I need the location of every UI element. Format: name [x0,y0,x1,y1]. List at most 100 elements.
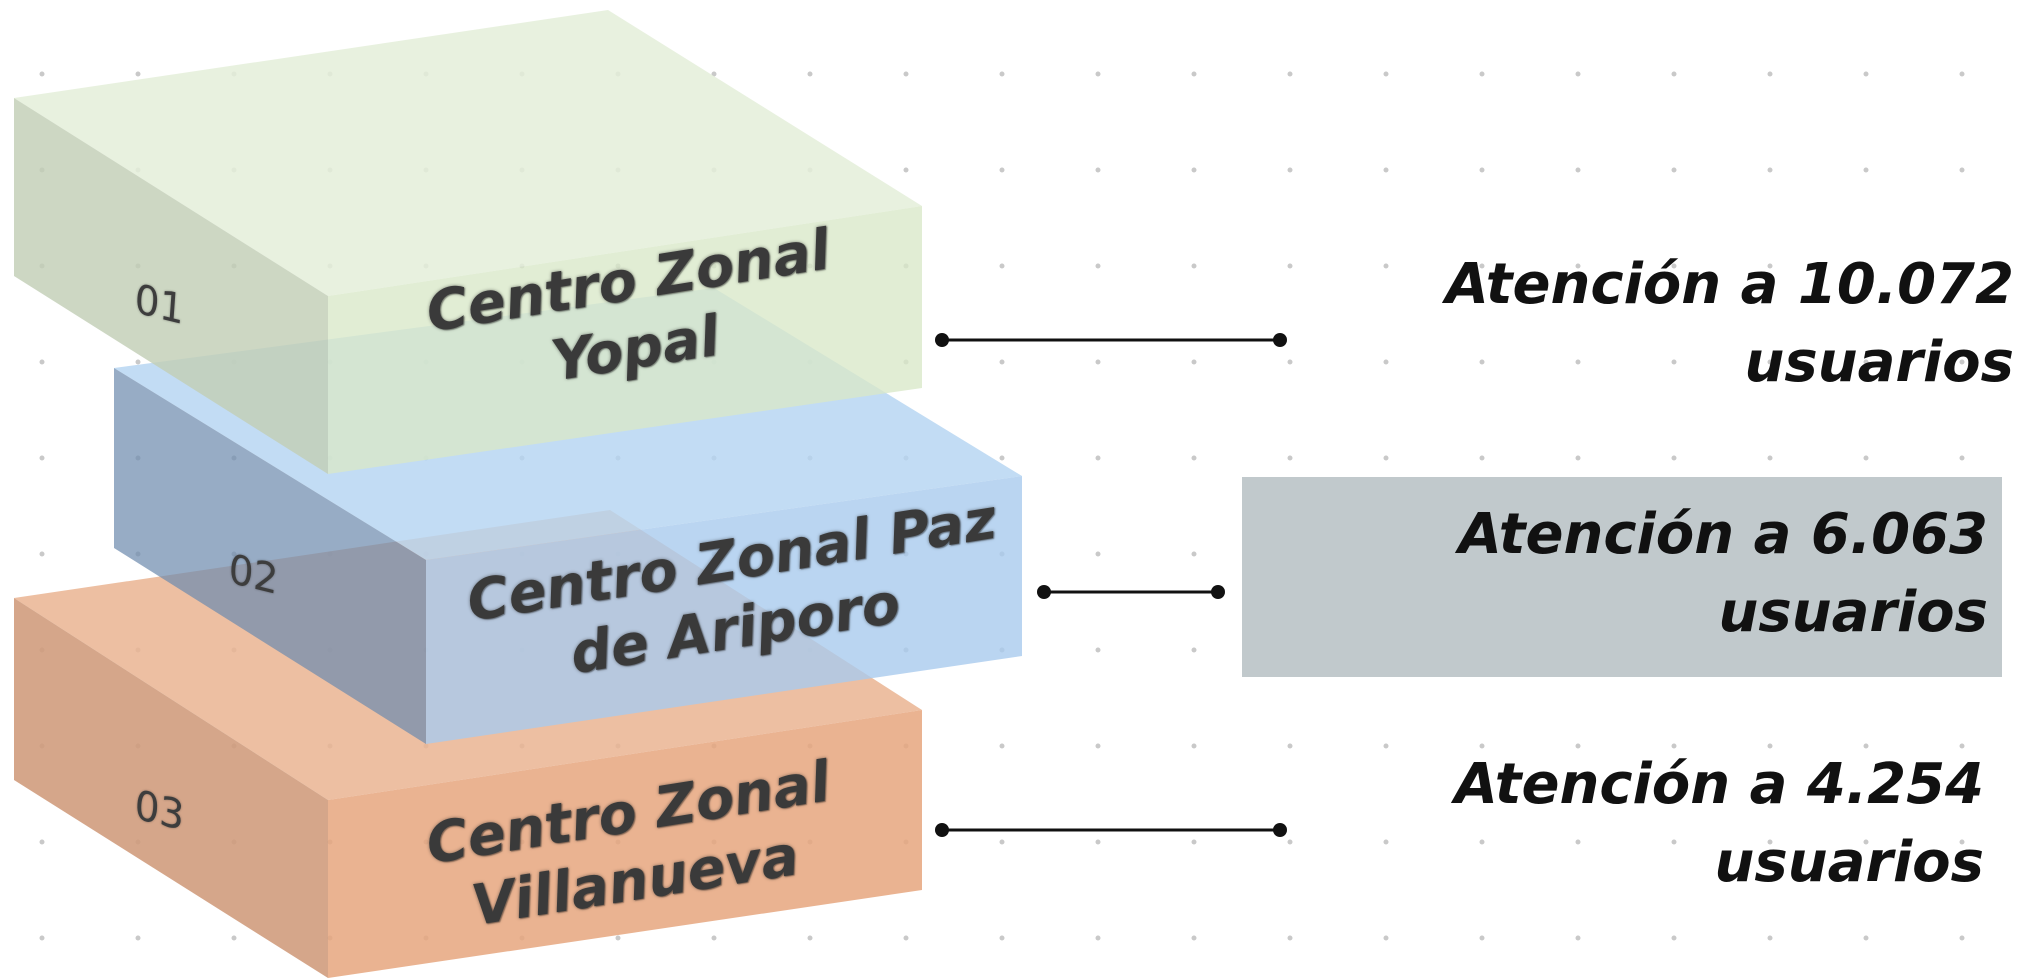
grid-dot [1671,455,1677,461]
grid-dot [1191,743,1197,749]
grid-dot [1479,935,1485,941]
grid-dot [1191,647,1197,653]
grid-dot [1479,743,1485,749]
grid-dot [1095,71,1101,77]
grid-dot [1767,839,1773,845]
grid-dot [1287,743,1293,749]
grid-dot [1383,359,1389,365]
grid-dot [999,839,1005,845]
grid-dot [999,167,1005,173]
grid-dot [1575,839,1581,845]
grid-dot [1767,359,1773,365]
grid-dot [1191,71,1197,77]
grid-dot [1479,359,1485,365]
grid-dot [999,263,1005,269]
grid-dot [1479,167,1485,173]
grid-dot [1671,743,1677,749]
block-yopal-front [328,206,922,474]
grid-dot [1767,71,1773,77]
grid-dot [1767,935,1773,941]
grid-dot [1575,71,1581,77]
grid-dot [1959,71,1965,77]
grid-dot [1863,167,1869,173]
grid-dot [903,167,909,173]
grid-dot [615,935,621,941]
grid-dot [1191,551,1197,557]
grid-dot [1095,455,1101,461]
grid-dot [135,935,141,941]
grid-dot [1575,743,1581,749]
connector-yopal [935,333,1287,347]
grid-dot [1575,935,1581,941]
grid-dot [1095,167,1101,173]
grid-dot [1095,647,1101,653]
grid-dot [1959,167,1965,173]
grid-dot [1191,935,1197,941]
grid-dot [1191,263,1197,269]
grid-dot [999,455,1005,461]
block-villanueva-front [328,710,922,978]
grid-dot [1575,167,1581,173]
grid-dot [39,359,45,365]
grid-dot [39,935,45,941]
grid-dot [1671,359,1677,365]
block-yopal-left [14,98,328,474]
block-paz-front [426,476,1022,744]
block-paz-left [114,368,426,744]
grid-dot [1863,359,1869,365]
grid-dot [1095,359,1101,365]
grid-dot [1191,167,1197,173]
connector-villanueva-end-dot [1273,823,1287,837]
grid-dot [39,71,45,77]
grid-dot [1287,263,1293,269]
grid-dot [1767,743,1773,749]
grid-dot [135,71,141,77]
stat-yopal: Atención a 10.072 usuarios [1445,246,2014,402]
grid-dot [1287,71,1293,77]
grid-dot [1095,263,1101,269]
grid-dot [39,839,45,845]
grid-dot [1479,839,1485,845]
grid-dot [1863,71,1869,77]
grid-dot [1959,839,1965,845]
grid-dot [903,935,909,941]
block-yopal-top [14,10,922,296]
connector-paz-start-dot [1037,585,1051,599]
grid-dot [1287,455,1293,461]
connector-villanueva [935,823,1287,837]
grid-dot [1671,263,1677,269]
grid-dot [1095,839,1101,845]
grid-dot [1575,359,1581,365]
stat-villanueva: Atención a 4.254 usuarios [1454,746,1984,902]
grid-dot [231,935,237,941]
grid-dot [1671,935,1677,941]
grid-dot [1767,455,1773,461]
stat-villanueva-line2: usuarios [1714,830,1984,895]
grid-dot [807,935,813,941]
grid-dot [807,71,813,77]
grid-dot [1863,839,1869,845]
grid-dot [1863,263,1869,269]
grid-dot [1383,935,1389,941]
grid-dot [1479,263,1485,269]
grid-dot [999,359,1005,365]
grid-dot [1095,551,1101,557]
connector-yopal-end-dot [1273,333,1287,347]
grid-dot [1767,167,1773,173]
grid-dot [1863,935,1869,941]
grid-dot [999,71,1005,77]
connector-villanueva-start-dot [935,823,949,837]
stat-paz-de-ariporo: Atención a 6.063 usuarios [1458,496,1988,652]
grid-dot [999,743,1005,749]
block-villanueva-left [14,598,328,978]
grid-dot [135,359,141,365]
stat-yopal-line1: Atención a 10.072 [1445,252,2014,317]
grid-dot [1959,359,1965,365]
stat-villanueva-line1: Atención a 4.254 [1454,752,1984,817]
grid-dot [1287,167,1293,173]
grid-dot [1287,839,1293,845]
grid-dot [1191,359,1197,365]
grid-dot [1863,455,1869,461]
grid-dot [1959,743,1965,749]
